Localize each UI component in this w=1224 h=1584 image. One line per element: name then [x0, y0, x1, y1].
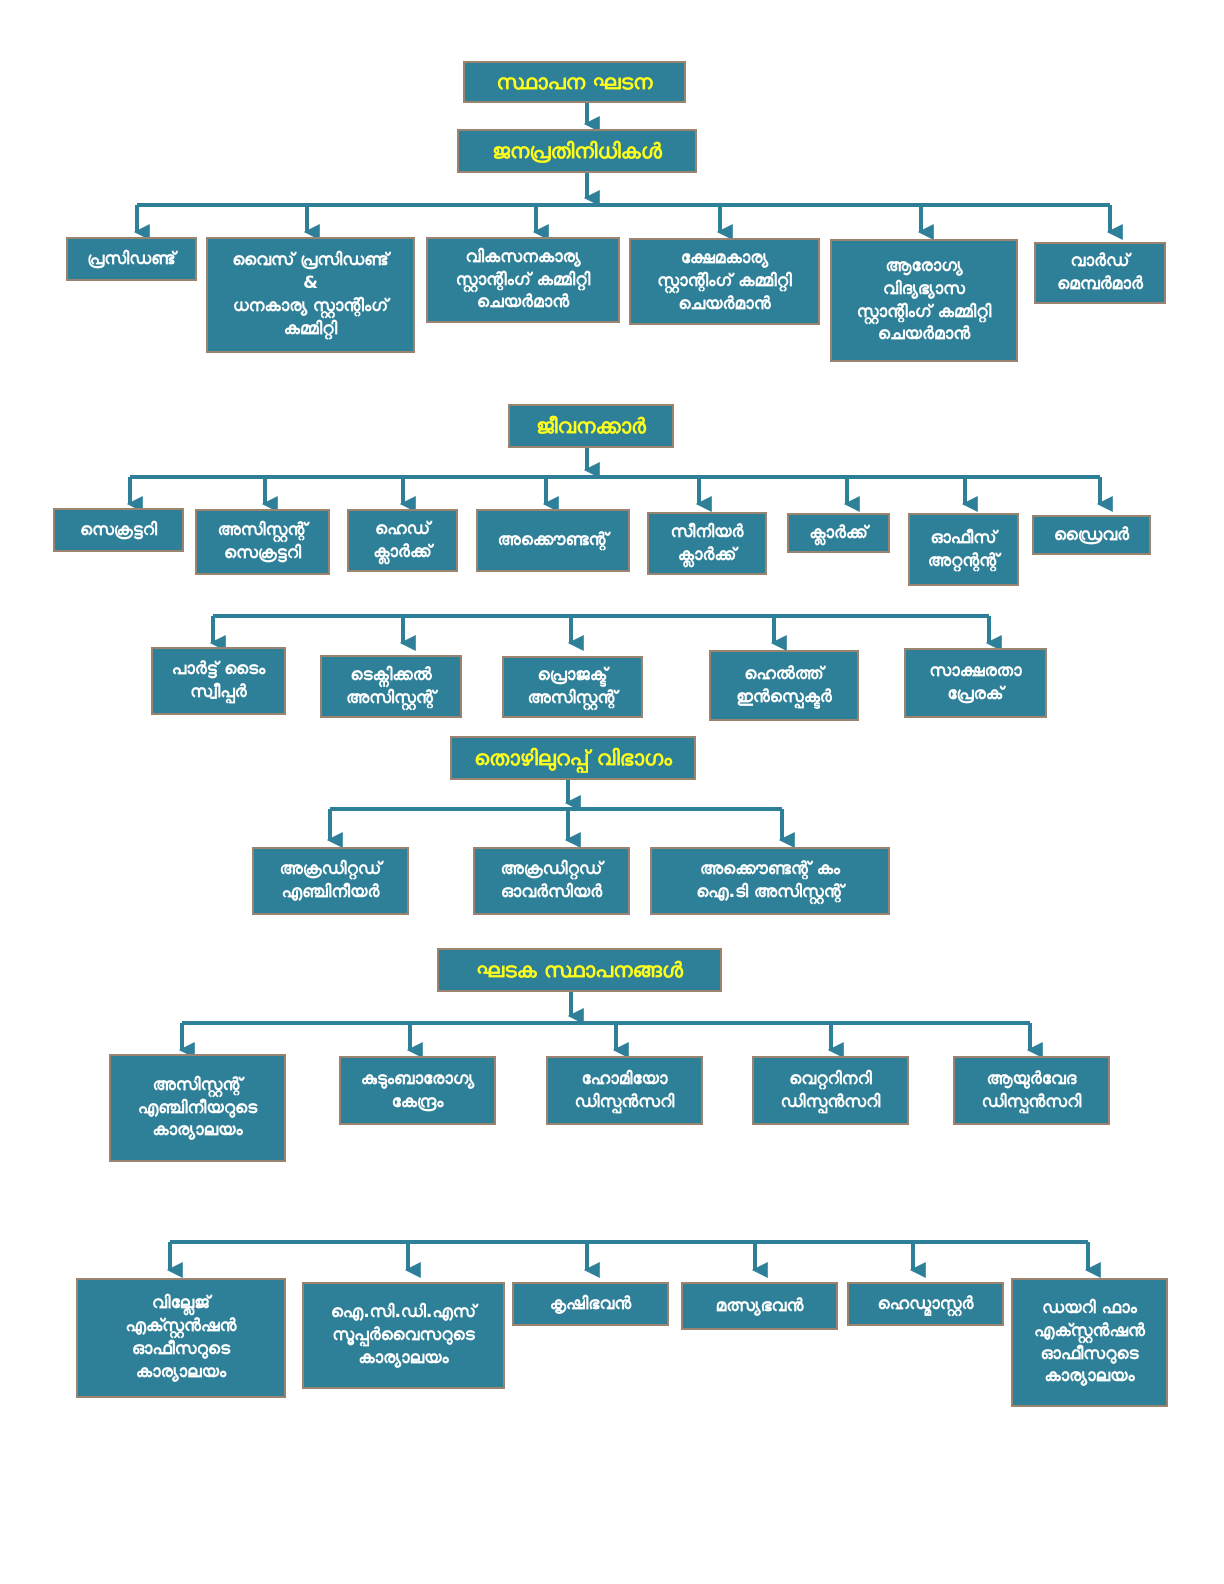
staff-head-clerk: ഹെഡ് ക്ലാർക്ക്	[347, 509, 458, 572]
staff-health-inspector: ഹെൽത്ത് ഇൻസ്പെക്ടർ	[709, 650, 859, 721]
title-box: സ്ഥാപന ഘടന	[463, 61, 686, 103]
staff-header: ജീവനക്കാർ	[508, 404, 674, 448]
rep-development-chair: വികസനകാര്യ സ്റ്റാന്റിംഗ് കമ്മിറ്റി ചെയർമ…	[426, 237, 620, 323]
emp-accredited-overseer: അക്രഡിറ്റഡ് ഓവർസിയർ	[473, 847, 630, 915]
connectors	[126, 103, 1123, 1278]
employment-header: തൊഴിലുറപ്പ് വിഭാഗം	[450, 736, 696, 780]
staff-office-attendant: ഓഫീസ് അറ്റന്റന്റ്	[908, 513, 1019, 586]
staff-clerk: ക്ലാർക്ക്	[787, 513, 890, 553]
staff-secretary: സെക്രട്ടറി	[53, 508, 184, 552]
inst-krishibhavan: കൃഷിഭവൻ	[512, 1282, 669, 1326]
staff-accountant: അക്കൌണ്ടന്റ്	[476, 509, 630, 572]
inst-icds-supervisor-office: ഐ.സി.ഡി.എസ് സൂപ്പർവൈസറുടെ കാര്യാലയം	[302, 1282, 505, 1389]
staff-driver: ഡ്രൈവർ	[1032, 515, 1151, 555]
staff-assistant-secretary: അസിസ്റ്റന്റ് സെക്രട്ടറി	[195, 509, 330, 575]
inst-dairy-farm-extension-office: ഡയറി ഫാം എക്സ്റ്റൻഷൻ ഓഫീസറുടെ കാര്യാലയം	[1011, 1278, 1168, 1407]
inst-veterinary-dispensary: വെറ്ററിനറി ഡിസ്പൻസറി	[752, 1056, 909, 1125]
institutions-header: ഘടക സ്ഥാപനങ്ങൾ	[437, 948, 722, 992]
inst-ayurveda-dispensary: ആയുർവേദ ഡിസ്പൻസറി	[953, 1056, 1110, 1125]
staff-literacy-prerak: സാക്ഷരതാ പ്രേരക്	[904, 648, 1047, 718]
inst-matsyabhavan: മത്സ്യഭവൻ	[681, 1282, 838, 1330]
staff-project-assistant: പ്രൊജക്ട് അസിസ്റ്റന്റ്	[502, 656, 643, 718]
rep-health-education-chair: ആരോഗ്യ വിദ്യഭ്യാസ സ്റ്റാന്റിംഗ് കമ്മിറ്റ…	[830, 239, 1018, 362]
emp-accountant-it-assistant: അക്കൌണ്ടന്റ് കം ഐ.ടി അസിസ്റ്റന്റ്	[650, 847, 890, 915]
inst-headmaster: ഹെഡ്മാസ്റ്റർ	[847, 1282, 1004, 1326]
rep-ward-members: വാർഡ് മെമ്പർമാർ	[1034, 242, 1166, 304]
staff-senior-clerk: സീനിയർ ക്ലാർക്ക്	[647, 512, 767, 575]
rep-vice-president: വൈസ് പ്രസിഡണ്ട് & ധനകാര്യ സ്റ്റാന്റിംഗ് …	[206, 237, 415, 353]
representatives-header: ജനപ്രതിനിധികൾ	[457, 129, 697, 173]
rep-welfare-chair: ക്ഷേമകാര്യ സ്റ്റാന്റിംഗ് കമ്മിറ്റി ചെയർമ…	[629, 238, 820, 325]
rep-president: പ്രസിഡണ്ട്	[66, 237, 197, 281]
emp-accredited-engineer: അക്രഡിറ്റഡ് എഞ്ചിനീയർ	[252, 847, 409, 915]
inst-family-health-centre: കുടുംബാരോഗ്യ കേന്ദ്രം	[339, 1056, 496, 1125]
inst-village-extension-office: വില്ലേജ് എക്സ്റ്റൻഷൻ ഓഫീസറുടെ കാര്യാലയം	[76, 1278, 286, 1398]
inst-assistant-engineer-office: അസിസ്റ്റന്റ് എഞ്ചിനീയറുടെ കാര്യാലയം	[109, 1054, 286, 1162]
staff-part-time-sweeper: പാർട്ട് ടൈം സ്വീപ്പർ	[151, 647, 286, 715]
inst-homeo-dispensary: ഹോമിയോ ഡിസ്പൻസറി	[546, 1056, 703, 1125]
staff-technical-assistant: ടെക്നിക്കൽ അസിസ്റ്റന്റ്	[320, 655, 462, 718]
